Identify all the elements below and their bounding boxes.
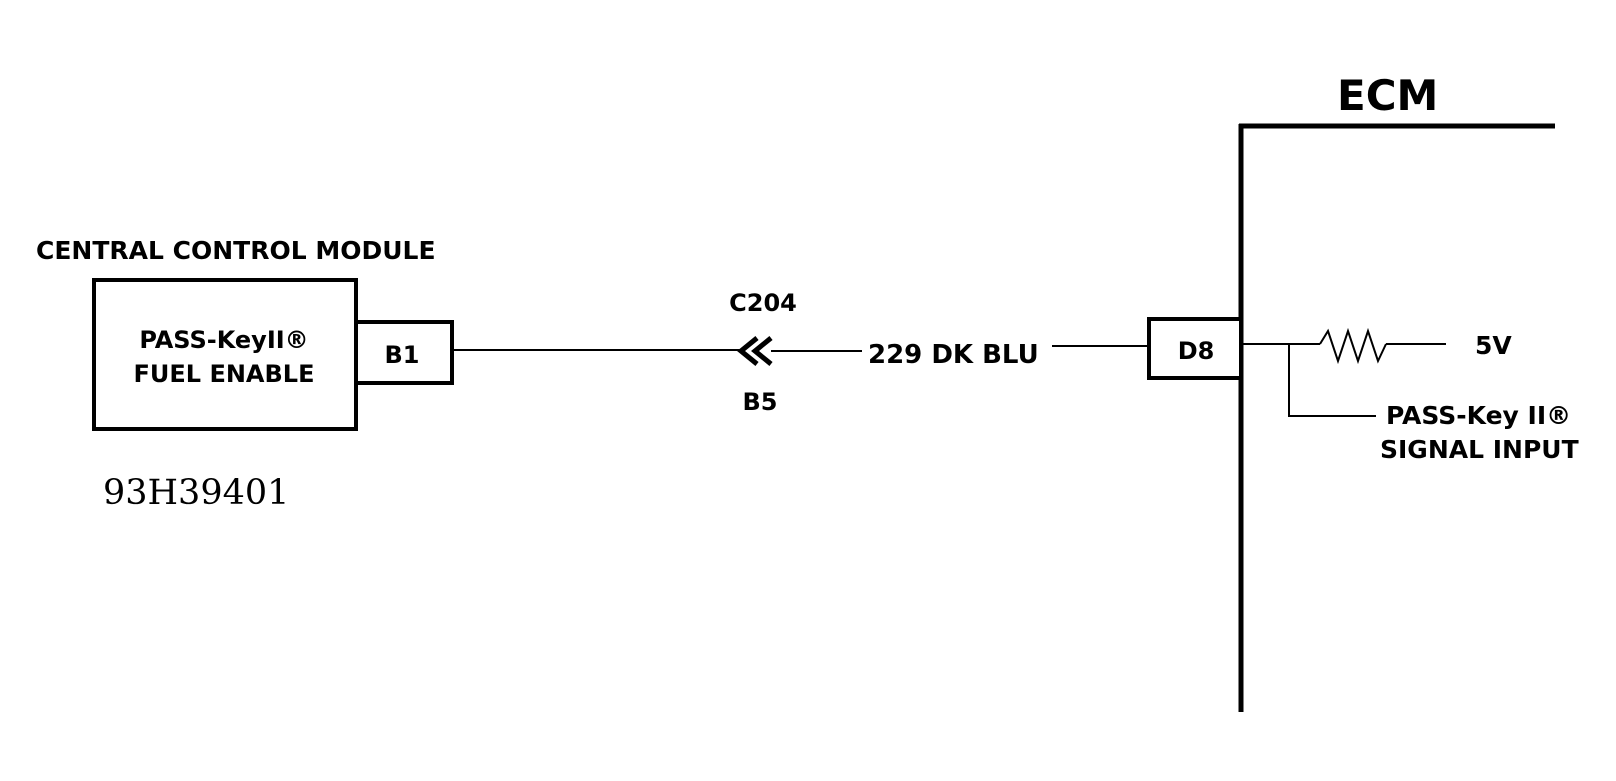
ecm-internal-circuit: 5V PASS-Key II® SIGNAL INPUT (1241, 327, 1579, 464)
supply-voltage-label: 5V (1475, 331, 1512, 360)
ccm-function-line2: FUEL ENABLE (134, 360, 315, 388)
signal-tap-line (1288, 344, 1376, 417)
ecm-pin-box (1147, 317, 1243, 380)
connector-c204: C204 B5 (729, 289, 797, 416)
ccm-box (92, 278, 358, 431)
figure-id: 93H39401 (103, 473, 289, 513)
signal-label-line2: SIGNAL INPUT (1380, 435, 1579, 464)
signal-label-line1: PASS-Key II® (1386, 401, 1571, 430)
ecm-pin: D8 (1147, 317, 1243, 380)
ecm-title: ECM (1337, 71, 1438, 120)
central-control-module: CENTRAL CONTROL MODULE PASS-KeyII® FUEL … (36, 236, 454, 431)
ccm-pin-label: B1 (385, 341, 420, 369)
connector-pin: B5 (743, 388, 778, 416)
connector-name: C204 (729, 289, 797, 317)
connector-chevron-icon (737, 336, 773, 366)
ecm-module: ECM (1238, 71, 1555, 712)
ccm-pin-box (354, 320, 454, 385)
wire-circuit-label: 229 DK BLU (868, 340, 1039, 370)
resistor-icon (1319, 327, 1387, 365)
ecm-pin-label: D8 (1178, 337, 1215, 365)
ccm-title: CENTRAL CONTROL MODULE (36, 236, 436, 265)
ccm-function-line1: PASS-KeyII® (139, 326, 308, 354)
